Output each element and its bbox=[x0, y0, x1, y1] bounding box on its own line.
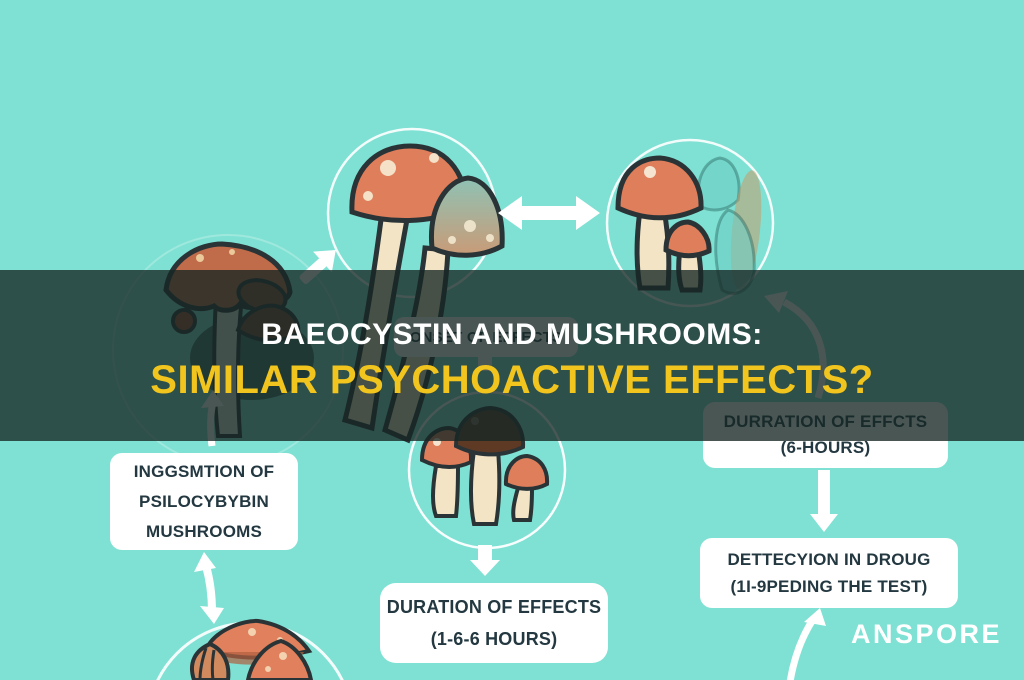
detection-line1: DETTECYION IN DROUG bbox=[727, 550, 931, 569]
ingestion-line3: MUSHROOMS bbox=[145, 521, 263, 541]
arrow-double-vertical-icon bbox=[194, 552, 224, 624]
arrow-up-bottom-right-icon bbox=[786, 608, 826, 680]
ingestion-line1: INGGSMTION OF bbox=[133, 461, 275, 481]
page-title-line2: SIMILAR PSYCHOACTIVE EFFECTS? bbox=[150, 358, 874, 402]
arrow-down-center-icon bbox=[470, 545, 500, 576]
bottom-circle-mushrooms-icon bbox=[156, 618, 344, 680]
detection-line2: (1I-9PEDING THE TEST) bbox=[730, 577, 928, 596]
duration-right-line2: (6-HOURS) bbox=[780, 438, 871, 457]
title-banner-overlay bbox=[0, 270, 1024, 441]
arrow-down-right-icon bbox=[810, 470, 838, 532]
page-title-line1: BAEOCYSTIN AND MUSHROOMS: bbox=[261, 318, 763, 351]
anspore-logo: ANSPORE bbox=[850, 619, 1002, 649]
duration-center-box: DURATION OF EFFECTS (1-6-6 HOURS) bbox=[380, 583, 608, 663]
ingestion-box: INGGSMTION OF PSILOCYBYBIN MUSHROOMS bbox=[110, 453, 298, 550]
ingestion-line2: PSILOCYBYBIN bbox=[139, 491, 269, 511]
arrow-between-circles-icon bbox=[498, 196, 600, 230]
detection-box: DETTECYION IN DROUG (1I-9PEDING THE TEST… bbox=[700, 538, 958, 608]
duration-center-line1: DURATION OF EFFECTS bbox=[386, 597, 602, 617]
duration-center-line2: (1-6-6 HOURS) bbox=[430, 629, 558, 649]
